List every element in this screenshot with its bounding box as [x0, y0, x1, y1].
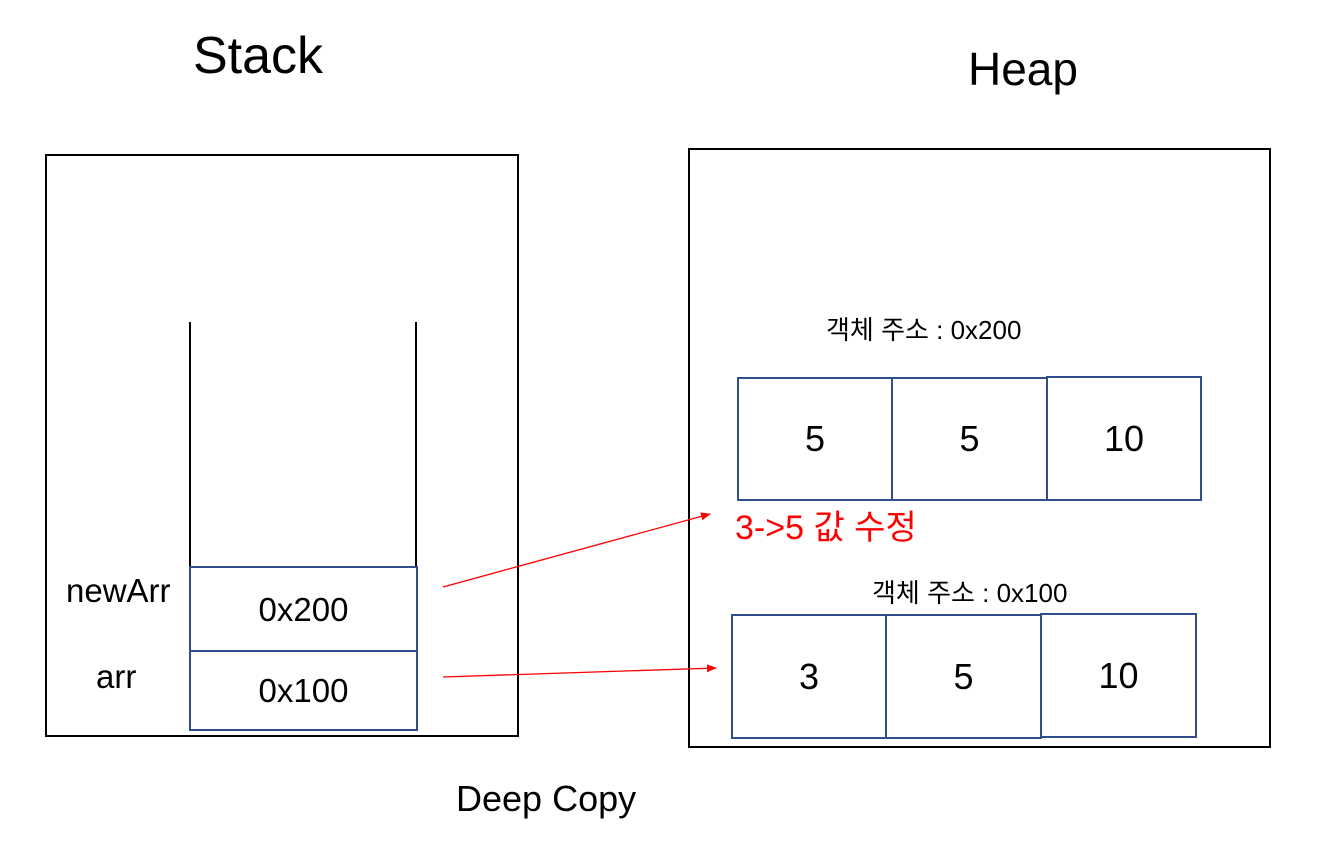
stack-value-arr: 0x100	[258, 671, 349, 709]
var-label-arr: arr	[96, 658, 137, 695]
stack-value-newarr: 0x200	[258, 590, 349, 628]
stack-panel	[45, 154, 519, 737]
heap-title: Heap	[968, 43, 1078, 95]
heap-cell-0x200-0: 5	[737, 377, 893, 501]
heap-cell-0x100-1: 5	[885, 614, 1042, 739]
heap-cell-0x200-1: 5	[891, 377, 1048, 501]
stack-left-wall	[189, 322, 191, 568]
heap-cell-0x100-0: 3	[731, 614, 887, 739]
heap-cell-0x100-2: 10	[1040, 613, 1197, 738]
stack-cell-arr: 0x100	[189, 650, 418, 731]
heap-address-label-0x100: 객체 주소 : 0x100	[872, 578, 1068, 608]
var-label-newarr: newArr	[66, 572, 171, 609]
modification-note: 3->5 값 수정	[735, 509, 917, 547]
stack-cell-newarr: 0x200	[189, 566, 418, 653]
heap-address-label-0x200: 객체 주소 : 0x200	[826, 315, 1022, 345]
stack-title: Stack	[193, 27, 324, 85]
stack-right-wall	[415, 322, 417, 568]
heap-cell-0x200-2: 10	[1046, 376, 1202, 501]
diagram-caption: Deep Copy	[456, 778, 637, 819]
heap-panel	[688, 148, 1271, 748]
